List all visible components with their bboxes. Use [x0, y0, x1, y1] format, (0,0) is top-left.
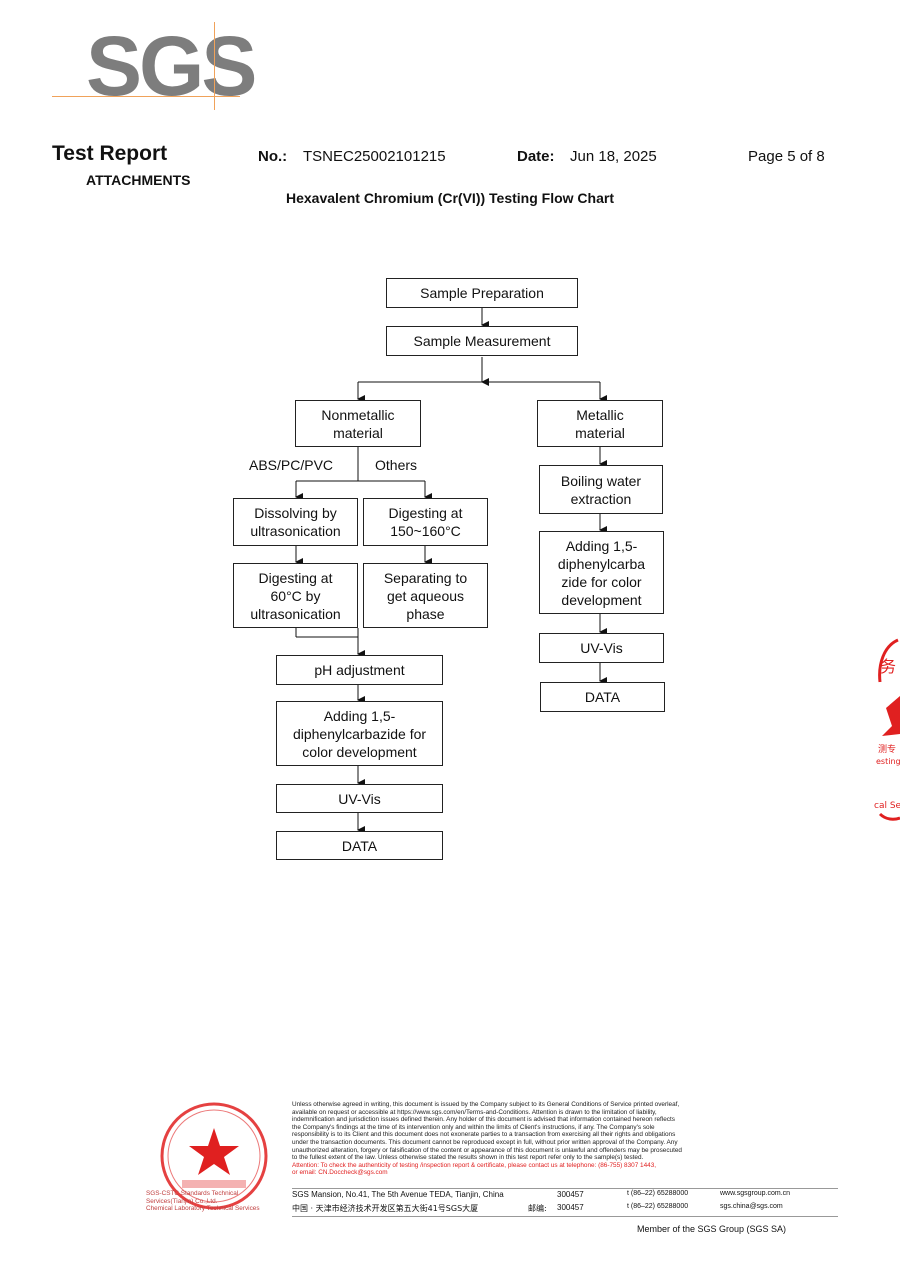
postcode-cn-label: 邮编:: [528, 1204, 547, 1213]
edge-seal-icon: 务 测专 esting cal Se: [874, 638, 900, 821]
adding-left-line-3: color development: [302, 743, 417, 760]
sample-preparation-box: Sample Preparation: [386, 278, 578, 308]
address-cn: 中国 · 天津市经济技术开发区第五大街41号SGS大厦: [292, 1204, 479, 1213]
boiling-line-1: Boiling water: [560, 472, 642, 489]
dissolving-line-1: Dissolving by: [254, 505, 337, 521]
disclaimer-line: Unless otherwise agreed in writing, this…: [292, 1101, 680, 1108]
nonmetallic-line-1: Nonmetallic: [321, 406, 395, 423]
svg-text:cal Se: cal Se: [874, 801, 900, 811]
boiling-box: Boiling water extraction: [539, 465, 663, 514]
uv-vis-right-text: UV-Vis: [580, 640, 623, 656]
svg-text:务: 务: [880, 657, 896, 676]
nonmetallic-line-2: material: [333, 424, 383, 441]
chart-title: Hexavalent Chromium (Cr(VI)) Testing Flo…: [286, 190, 614, 206]
page-number: Page 5 of 8: [748, 148, 825, 165]
adding-left-line-2: diphenylcarbazide for: [292, 725, 427, 742]
seal-caption-1: SGS-CSTC Standards Technical Services(Ti…: [146, 1190, 239, 1205]
report-no-label: No.:: [258, 148, 288, 165]
digesting-60-line-3: ultrasonication: [250, 605, 341, 622]
sample-preparation-text: Sample Preparation: [420, 285, 544, 301]
seal-caption-2: Chemical Laboratory Technical Services: [146, 1205, 260, 1212]
uv-vis-left-box: UV-Vis: [276, 784, 443, 813]
footer-rule-bottom: [292, 1216, 838, 1217]
report-date: Jun 18, 2025: [570, 148, 657, 165]
data-left-text: DATA: [341, 837, 378, 854]
digesting-60-box: Digesting at 60°C by ultrasonication: [233, 563, 358, 628]
tel-en: t (86–22) 65288000: [627, 1190, 689, 1197]
boiling-line-2: extraction: [570, 490, 632, 507]
branch-label-abs: ABS/PC/PVC: [249, 457, 334, 473]
sgs-logo: SGS: [86, 19, 257, 113]
address-en: SGS Mansion, No.41, The 5th Avenue TEDA,…: [292, 1190, 504, 1199]
adding-left-line-1: Adding 1,5-: [323, 707, 396, 724]
sample-measurement-text: Sample Measurement: [413, 333, 551, 349]
disclaimer-line: the Company's findings at the time of it…: [292, 1123, 655, 1131]
digesting-150-box: Digesting at 150~160°C: [363, 498, 488, 546]
attachments-heading: ATTACHMENTS: [86, 172, 191, 188]
postcode-en: 300457: [557, 1190, 584, 1199]
disclaimer: Unless otherwise agreed in writing, this…: [292, 1101, 802, 1177]
adding-right-line-2: diphenylcarba: [557, 555, 646, 572]
logo-rule-vertical: [214, 22, 215, 110]
report-title: Test Report: [52, 142, 168, 165]
uv-vis-right-box: UV-Vis: [539, 633, 664, 663]
digesting-60-line-1: Digesting at: [258, 569, 333, 586]
digesting-150-line-2: 150~160°C: [390, 523, 461, 539]
uv-vis-left-text: UV-Vis: [338, 790, 381, 807]
disclaimer-line: responsibility is to its Client and this…: [292, 1131, 676, 1139]
tel-cn: t (86–22) 65288000: [627, 1203, 689, 1210]
dissolving-box: Dissolving by ultrasonication: [233, 498, 358, 546]
adding-left-box: Adding 1,5- diphenylcarbazide for color …: [276, 701, 443, 766]
edge-seal-image: 务 测专 esting cal Se: [874, 636, 900, 826]
digesting-60-line-2: 60°C by: [270, 587, 321, 604]
dissolving-line-2: ultrasonication: [250, 523, 341, 539]
adding-right-line-3: zide for color: [561, 573, 642, 590]
metallic-line-1: Metallic: [576, 406, 624, 423]
adding-right-box: Adding 1,5- diphenylcarba zide for color…: [539, 531, 664, 614]
digesting-150-line-1: Digesting at: [388, 505, 463, 521]
disclaimer-line: indemnification and jurisdiction issues …: [292, 1116, 675, 1124]
company-seal-icon: [160, 1102, 268, 1210]
sample-measurement-box: Sample Measurement: [386, 326, 578, 356]
adding-right-line-1: Adding 1,5-: [565, 537, 638, 554]
adding-right-line-4: development: [561, 591, 642, 608]
postcode-cn: 300457: [557, 1203, 584, 1212]
svg-text:esting: esting: [876, 757, 900, 766]
flow-connectors: [295, 307, 607, 834]
disclaimer-line: to the fullest extent of the law. Unless…: [292, 1154, 644, 1162]
logo-rule-horizontal: [52, 96, 240, 97]
footer-rule-top: [292, 1188, 838, 1189]
disclaimer-line: under the transaction documents. This do…: [292, 1138, 678, 1146]
svg-text:测专: 测专: [878, 743, 896, 755]
separating-line-1: Separating to: [383, 569, 468, 586]
separating-box: Separating to get aqueous phase: [363, 563, 488, 628]
branch-label-others: Others: [375, 457, 418, 473]
ph-adjustment-text: pH adjustment: [314, 662, 405, 678]
report-no: TSNEC25002101215: [303, 148, 446, 165]
attention-line: Attention: To check the authenticity of …: [292, 1161, 657, 1169]
data-left-box: DATA: [276, 831, 443, 860]
metallic-line-2: material: [575, 424, 625, 441]
ph-adjustment-box: pH adjustment: [276, 655, 443, 685]
data-right-box: DATA: [540, 682, 665, 712]
date-label: Date:: [517, 148, 555, 165]
data-right-text: DATA: [584, 689, 621, 705]
email: sgs.china@sgs.com: [720, 1203, 783, 1210]
separating-line-2: get aqueous: [386, 587, 465, 604]
disclaimer-line: available on request or accessible at ht…: [292, 1108, 657, 1116]
nonmetallic-box: Nonmetallic material: [295, 400, 421, 447]
separating-line-3: phase: [406, 605, 445, 622]
disclaimer-line: unauthorized alteration, forgery or fals…: [292, 1146, 682, 1154]
website: www.sgsgroup.com.cn: [720, 1190, 791, 1197]
member-line: Member of the SGS Group (SGS SA): [637, 1224, 787, 1234]
metallic-box: Metallic material: [537, 400, 663, 447]
attention-line: or email: CN.Doccheck@sgs.com: [292, 1169, 388, 1177]
